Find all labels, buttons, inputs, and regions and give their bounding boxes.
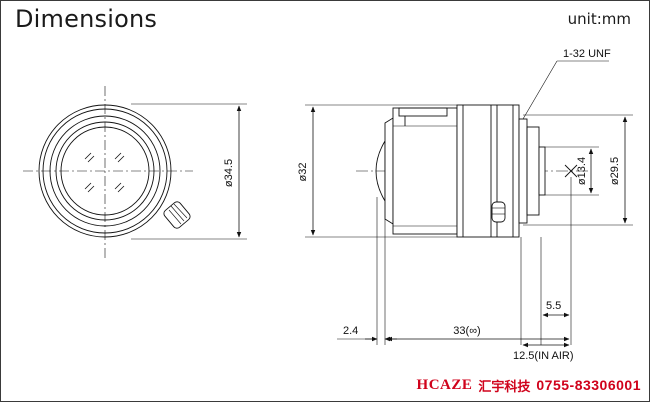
side-diameter-label: ø32 <box>297 163 309 182</box>
iris-knob-front <box>163 201 191 229</box>
front-diameter-label: ø34.5 <box>223 159 235 187</box>
page-title: Dimensions <box>15 5 158 33</box>
brand-footer: HCAZE 汇宇科技 0755-83306001 <box>417 375 641 395</box>
image-circle-label: ø13.4 <box>576 157 588 185</box>
brand-logo: HCAZE <box>416 376 473 393</box>
unit-label: unit:mm <box>567 10 631 28</box>
flange-offset-label: 2.4 <box>343 325 358 337</box>
back-focus-label: 5.5 <box>546 300 561 312</box>
brand-name: 汇宇科技 <box>478 378 531 394</box>
total-length-label: 33(∞) <box>453 325 480 337</box>
brand-phone: 0755-83306001 <box>536 377 641 393</box>
side-view <box>305 60 633 348</box>
front-view <box>23 86 247 259</box>
flange-back-label: 12.5(IN AIR) <box>513 350 574 362</box>
mount-diameter-label: ø29.5 <box>609 157 621 185</box>
iris-knob-side <box>491 201 506 223</box>
thread-label: 1-32 UNF <box>563 48 611 60</box>
